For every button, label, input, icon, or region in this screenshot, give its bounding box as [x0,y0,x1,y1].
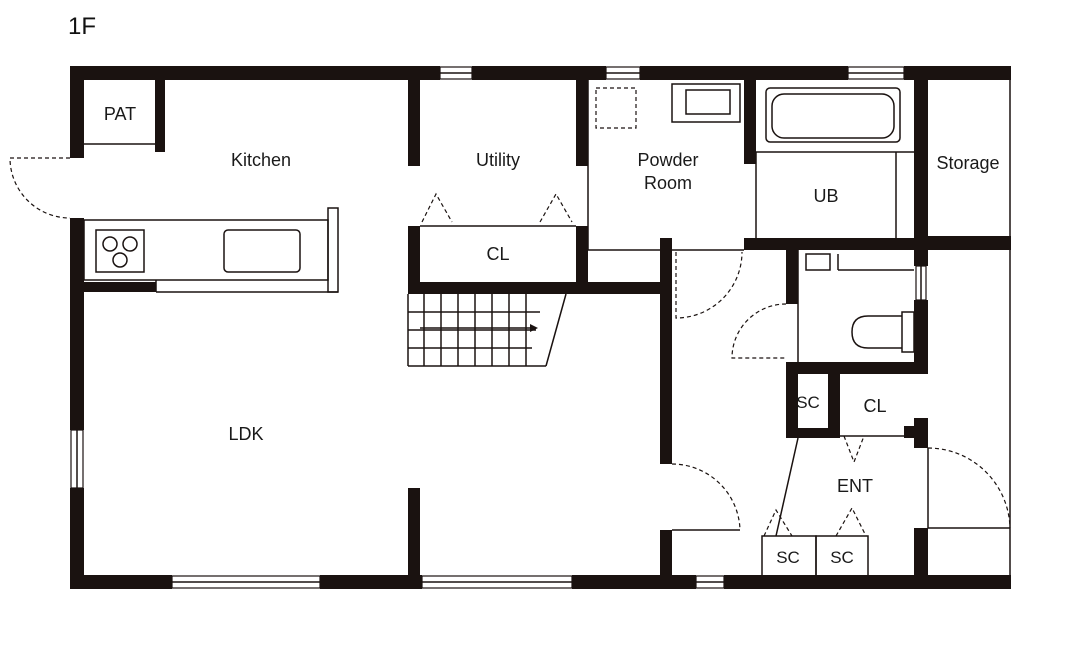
kitchen-label: Kitchen [231,150,291,170]
wash-basin-icon [671,83,741,123]
floor-label: 1F [68,13,96,40]
stove-icon [95,229,145,273]
bathtub-frame [765,87,901,143]
entrance-cabinets [761,535,869,577]
sink-icon [223,229,301,273]
exterior-walls [70,66,1011,589]
windows [70,66,927,589]
sc-hall-label: SC [796,393,820,412]
stairs [407,293,567,367]
powder-room-label-line2: Room [644,173,692,193]
doors [9,157,1011,537]
pat-label: PAT [104,104,136,124]
powder-room-label-line1: Powder [637,150,698,170]
storage-label: Storage [936,153,999,173]
room-labels: PAT Kitchen Utility Powder Room Storage … [104,104,1000,567]
ent-label: ENT [837,476,873,496]
toilet-icon [851,315,902,349]
bathtub-icon [771,93,895,139]
kitchen-counter [83,207,339,293]
toilet-tank [901,311,915,353]
cl-upper-label: CL [486,244,509,264]
interior-walls [84,80,1011,588]
utility-label: Utility [476,150,520,170]
toilet-sink-icon [805,253,831,271]
fixtures [595,83,915,353]
cl-hall-label: CL [863,396,886,416]
ldk-label: LDK [228,424,263,444]
sc-left-label: SC [776,548,800,567]
sc-right-label: SC [830,548,854,567]
powder-fixture-dashed [595,87,637,129]
ub-label: UB [813,186,838,206]
